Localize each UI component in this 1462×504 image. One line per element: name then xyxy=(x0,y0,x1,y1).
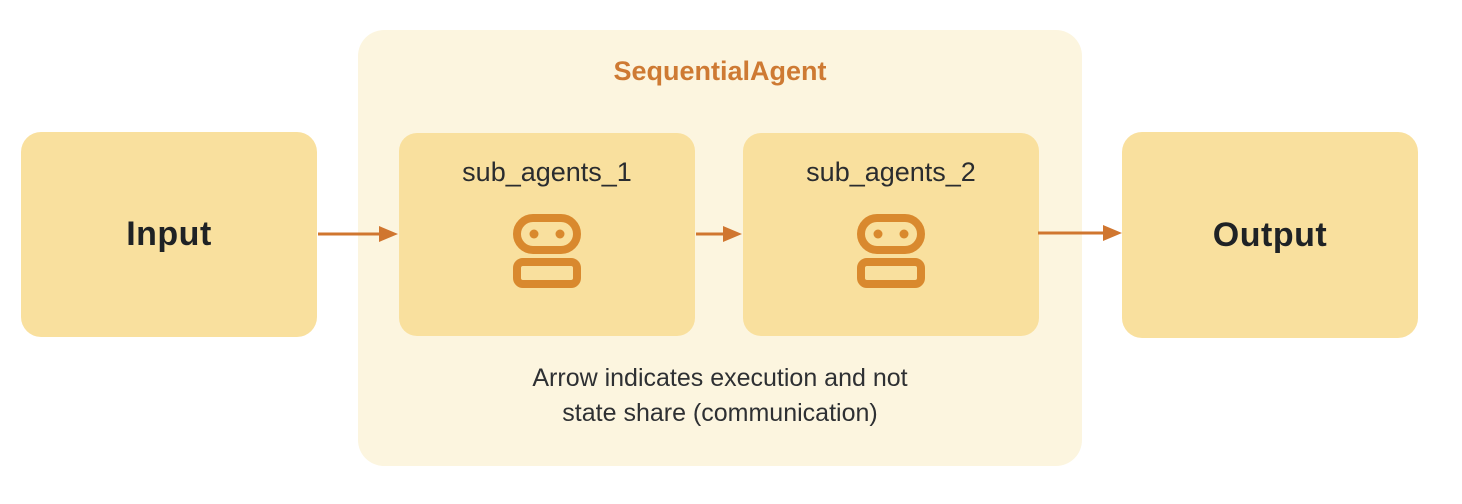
sub-agent-node-1: sub_agents_1 xyxy=(399,133,695,336)
input-node: Input xyxy=(21,132,317,337)
caption-line-2: state share (communication) xyxy=(562,399,878,427)
sequential-agent-container: SequentialAgent sub_agents_1 sub_agents_… xyxy=(358,30,1082,466)
sub-agent-1-label: sub_agents_1 xyxy=(462,157,632,187)
caption-line-1: Arrow indicates execution and not xyxy=(532,364,908,392)
output-label: Output xyxy=(1212,215,1328,254)
output-node: Output xyxy=(1122,132,1418,338)
sequential-agent-title: SequentialAgent xyxy=(613,56,827,86)
robot-icon xyxy=(857,214,925,288)
arrowhead-icon xyxy=(1103,225,1122,241)
caption: Arrow indicates execution and not state … xyxy=(358,361,1082,431)
robot-icon xyxy=(513,214,581,288)
input-label: Input xyxy=(126,215,212,253)
sub-agent-2-label: sub_agents_2 xyxy=(806,157,976,187)
sub-agent-node-2: sub_agents_2 xyxy=(743,133,1039,336)
